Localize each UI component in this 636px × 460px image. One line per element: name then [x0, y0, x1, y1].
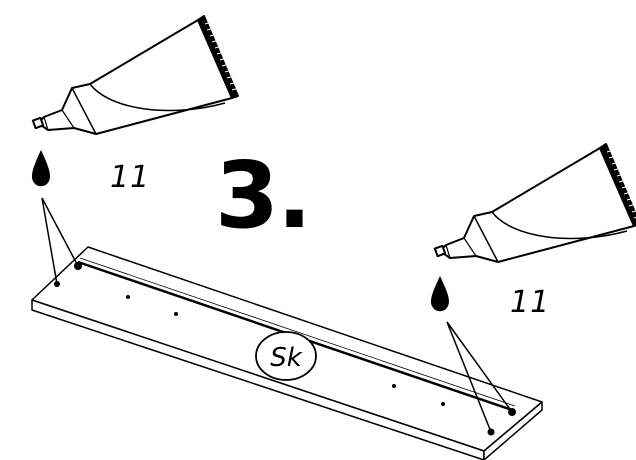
part-label-text: Sk — [270, 343, 303, 373]
hole — [174, 312, 178, 316]
glue-tube-right-icon — [433, 143, 636, 263]
glue-tube-left-icon — [31, 15, 240, 135]
dowel-holes — [54, 262, 516, 436]
glue-right-quantity: 11 — [510, 285, 551, 320]
hole — [392, 384, 396, 388]
hole — [441, 402, 445, 406]
board-right-edge — [483, 401, 543, 460]
glue-left-quantity: 11 — [110, 160, 151, 195]
hole — [126, 295, 130, 299]
part-label-badge: Sk — [255, 331, 317, 381]
board-front-edge — [31, 299, 485, 460]
step-number: 3. — [215, 142, 312, 249]
glue-drop-left-icon — [31, 150, 79, 285]
glue-drop-right-icon — [430, 276, 513, 433]
